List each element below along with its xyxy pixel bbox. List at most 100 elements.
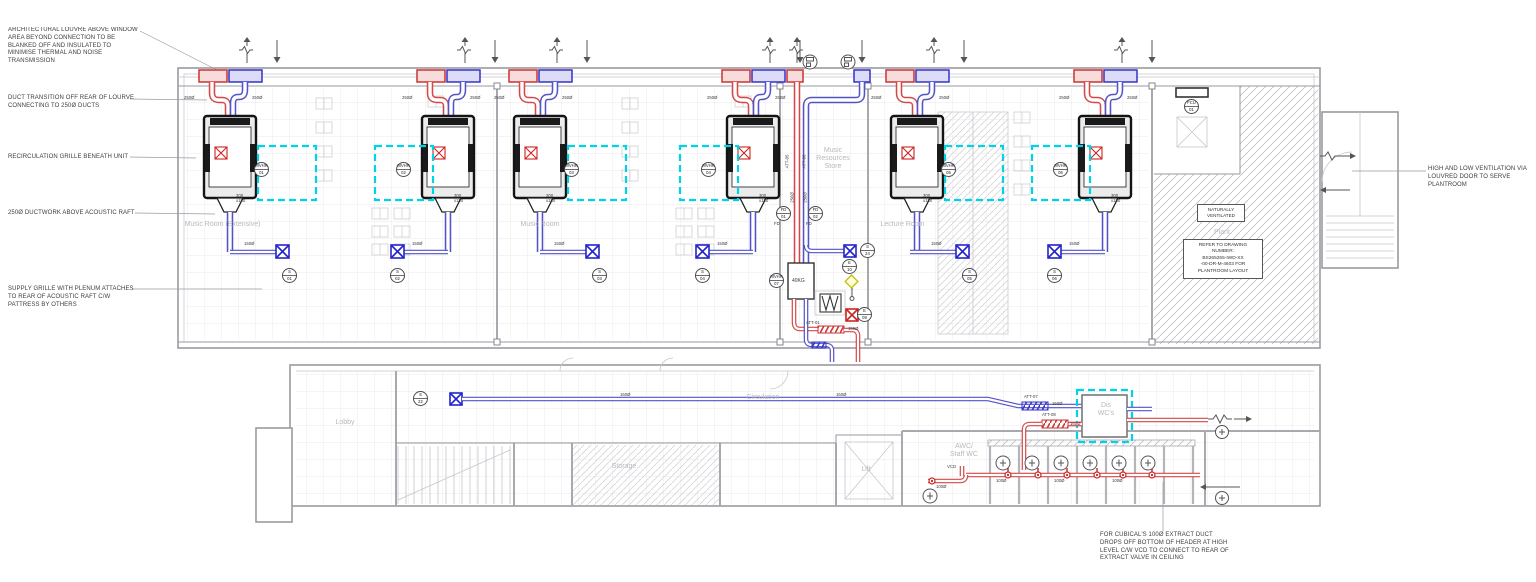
room-label-dis-wc: Dis WC's: [1097, 402, 1115, 418]
unit-tag: MVHR 06: [1053, 162, 1068, 177]
duct-size-label: 100Ø: [936, 484, 947, 489]
unit-tag: MVHR 04: [701, 162, 716, 177]
extract-grille-tag: E 10: [842, 259, 857, 274]
supply-grille-tag: S 03: [592, 268, 607, 283]
airflow-arrow-icon: [1246, 416, 1252, 422]
heat-exchanger: [814, 290, 846, 316]
duct-size-label: 250Ø: [802, 192, 808, 203]
room-label-music-room: Music Room: [520, 221, 560, 228]
acoustic-raft-3: [566, 144, 628, 202]
duct-size-label: 150Ø: [1069, 241, 1080, 246]
room-label-lift: Lift: [861, 466, 871, 473]
fcu-tag: FCU 01: [1184, 99, 1199, 114]
plenum-size-label: 300 x150: [759, 193, 769, 204]
attenuator-label: ATT-01: [806, 320, 820, 325]
vcd-diamond-icon: [844, 274, 859, 301]
unit-weight-label: 40KG: [792, 278, 805, 284]
supply-grille-tag: S 06: [1047, 268, 1062, 283]
room-label-awc-staff-wc: AWC/ Staff WC: [950, 443, 978, 459]
duct-size-label: 250Ø: [252, 95, 263, 100]
room-label-plant: Plant: [1214, 229, 1230, 236]
acoustic-raft-6: [1030, 144, 1092, 202]
attenuator-label: ATT-06: [801, 154, 807, 169]
unit-tag: MVHR 07: [769, 273, 784, 288]
duct-size-label: 150Ø: [412, 241, 423, 246]
annotation-recirculation-grille: RECIRCULATION GRILLE BENEATH UNIT: [8, 154, 129, 160]
supply-grille-tag: S 02: [390, 268, 405, 283]
room-units: [199, 37, 1156, 258]
room-label-lobby: Lobby: [335, 419, 355, 426]
intake-louvre-icon: [853, 69, 871, 83]
central-riser: [786, 37, 871, 362]
room-label-lecture-room: Lecture Room: [880, 221, 925, 228]
duct-size-label: 150Ø: [554, 241, 565, 246]
duct-size-label: 100Ø: [1112, 478, 1123, 483]
annotation-architectural-louvre: ARCHITECTURAL LOUVRE ABOVE WINDOW AREA B…: [8, 27, 138, 65]
duct-size-label: 250Ø: [939, 95, 950, 100]
riser-reference-marker: [840, 54, 856, 70]
refer-drawing-note: REFER TO DRAWING NUMBER: BS265255-IWD-XX…: [1183, 239, 1263, 279]
unit-tag: MVHR 05: [941, 162, 956, 177]
stairs-right: [1321, 112, 1394, 259]
attenuator-label: ATT-08: [1042, 412, 1056, 417]
plenum-size-label: 300 x150: [546, 193, 556, 204]
acoustic-raft-1: [256, 144, 318, 202]
duct-size-label: 100Ø: [996, 478, 1007, 483]
fire-damper-label: FD: [806, 221, 812, 226]
duct-size-label: 150Ø: [848, 326, 859, 331]
plenum-size-label: 300 x150: [923, 193, 933, 204]
supply-grille-tag: S 04: [695, 268, 710, 283]
louvre-reference-tag: [1215, 425, 1229, 439]
extract-valves: [928, 468, 1156, 485]
annotation-duct-transition: DUCT TRANSITION OFF REAR OF LOURVE CONNE…: [8, 95, 135, 109]
louvred-door-symbols: [1320, 151, 1356, 193]
duct-size-label: 100Ø: [1054, 478, 1065, 483]
ceiling-grid-lower: [296, 371, 1314, 504]
duct-size-label: 150Ø: [931, 241, 942, 246]
mvhr-unit-40kg: [787, 262, 815, 300]
supply-grille-icon: [843, 244, 857, 258]
duct-size-label: 250Ø: [470, 95, 481, 100]
unit-tag: MVHR 03: [564, 162, 579, 177]
duct-size-label: 160Ø: [1052, 401, 1063, 406]
wc-mvhr-unit: [1075, 388, 1134, 444]
supply-grille-tag: S 22: [413, 391, 428, 406]
supply-grille-tag: S 01: [282, 268, 297, 283]
attenuator-icon: [1021, 401, 1049, 411]
storage-hatch: [573, 445, 719, 505]
fcu-symbols: [1175, 87, 1209, 148]
room-label-circulation: Circulation: [746, 394, 780, 401]
room-label-music-resources-store: Music Resources Store: [816, 147, 850, 171]
duct-size-label: 150Ø: [717, 241, 728, 246]
extract-louvre-icon: [786, 69, 804, 83]
fire-damper-tag: FD 02: [808, 206, 823, 221]
duct-size-label: 250Ø: [775, 95, 786, 100]
leader-lines: [129, 30, 1426, 531]
corridor-supply-duct: [449, 392, 1082, 411]
airflow-arrow-icon: [1320, 187, 1326, 193]
annotation-supply-grille: SUPPLY GRILLE WITH PLENUM ATTACHES TO RE…: [8, 286, 134, 308]
attenuator-icon: [1041, 419, 1069, 429]
duct-size-label: 250Ø: [184, 95, 195, 100]
duct-size-label: 250Ø: [402, 95, 413, 100]
riser-reference-marker: [802, 54, 818, 70]
supply-grille-tag: S 05: [962, 268, 977, 283]
extract-grille-tag: E 09: [857, 307, 872, 322]
stairs-bottom-left: [397, 446, 511, 504]
supply-grille-icon: [449, 392, 463, 406]
plenum-size-label: 300 x150: [1111, 193, 1121, 204]
airflow-arrow-icon: [1350, 153, 1356, 159]
plenum-size-label: 300 x150: [236, 193, 246, 204]
supply-grille-tag: S 24: [860, 243, 875, 258]
duct-size-label: 150Ø: [244, 241, 255, 246]
annotation-ductwork-raft: 250Ø DUCTWORK ABOVE ACOUSTIC RAFT: [8, 210, 135, 216]
duct-size-label: 160Ø: [1070, 421, 1081, 426]
fire-damper-tag: FD 01: [776, 206, 791, 221]
duct-size-label: 250Ø: [1059, 95, 1070, 100]
duct-size-label: 160Ø: [620, 392, 631, 397]
airflow-arrow-icon: [1200, 484, 1206, 490]
attenuator-icon: [817, 325, 845, 334]
duct-size-label: 160Ø: [836, 392, 847, 397]
duct-size-label: 250Ø: [562, 95, 573, 100]
